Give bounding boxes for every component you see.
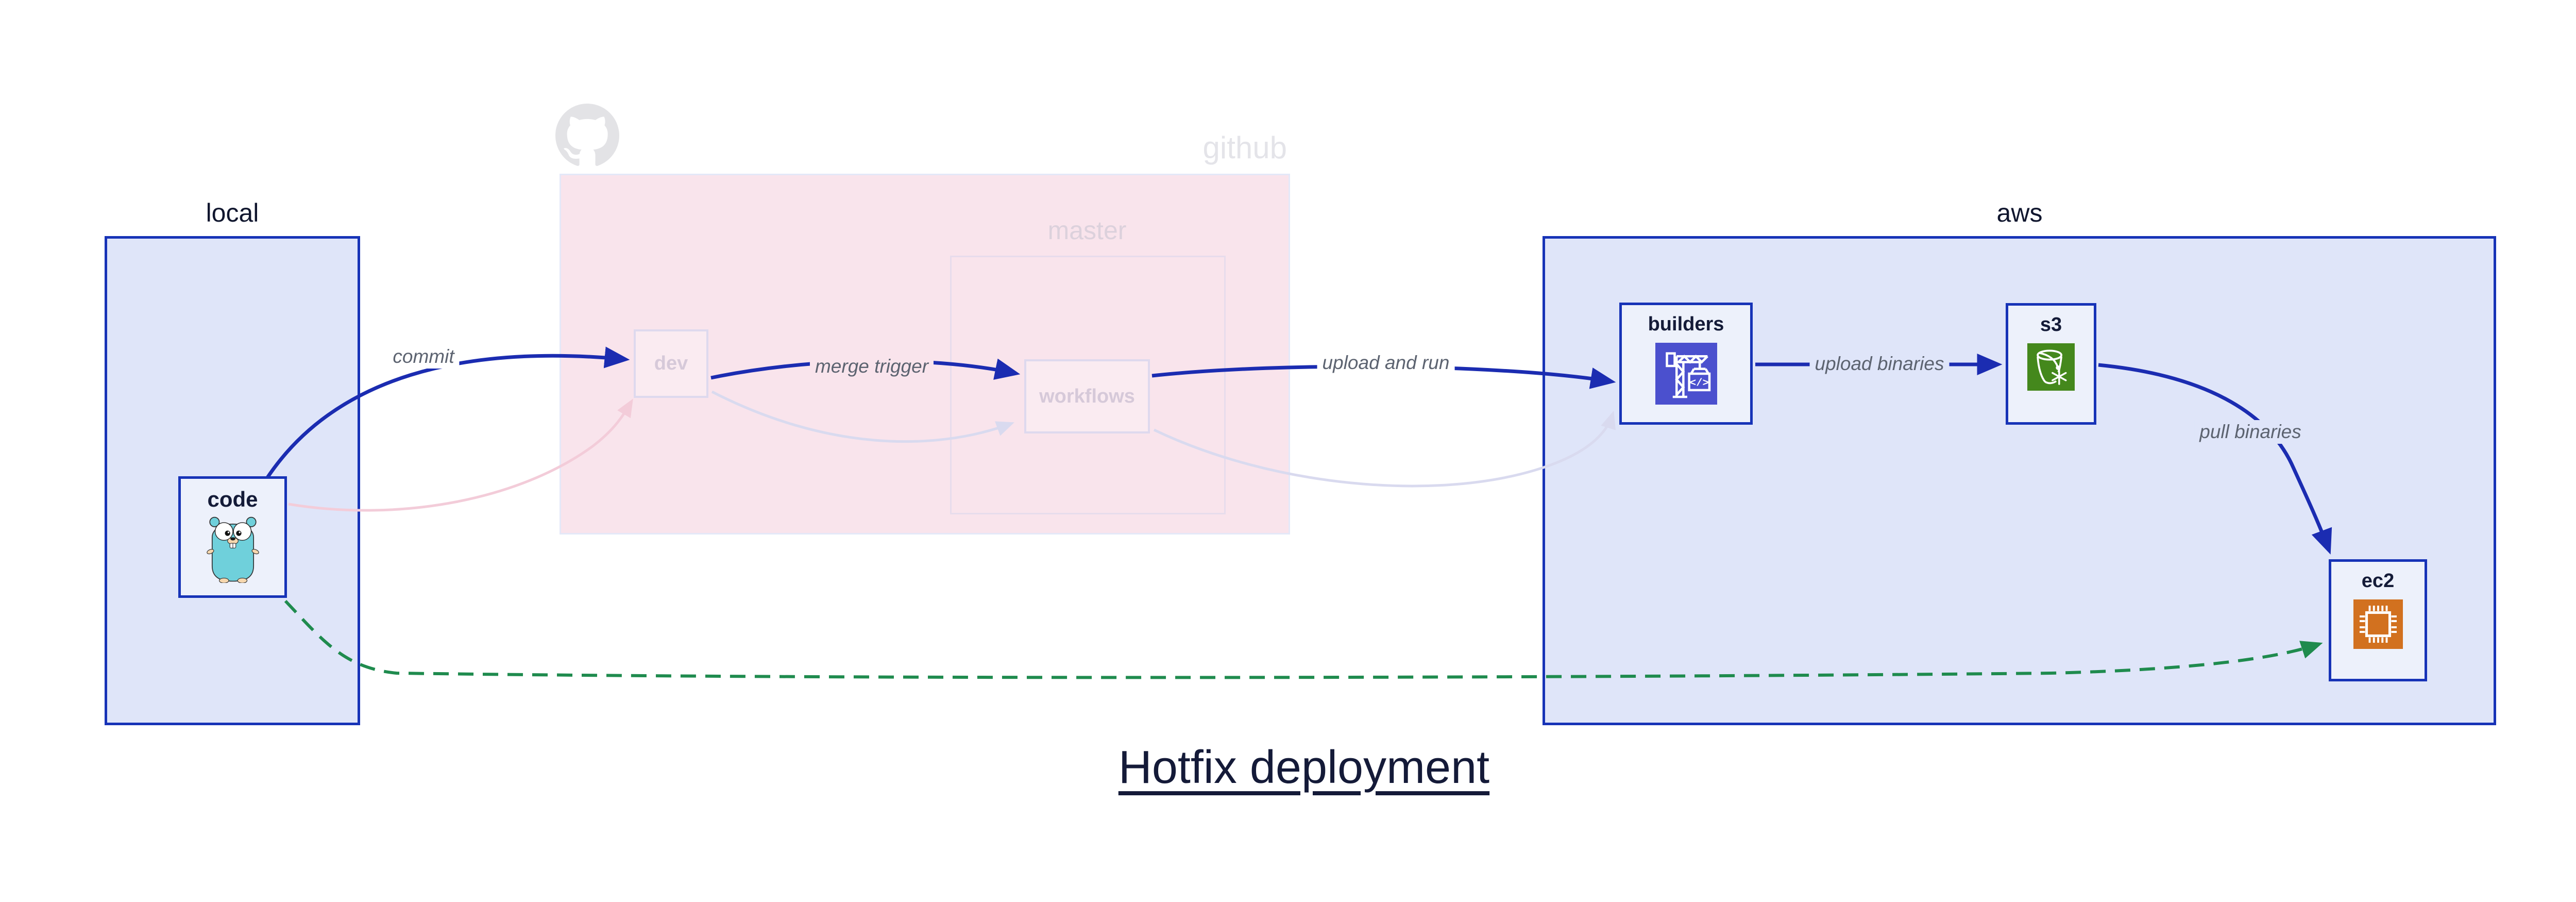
local-group-label: local <box>206 198 259 227</box>
node-code: code <box>178 476 287 598</box>
upload-and-run-edge-label: upload and run <box>1317 351 1455 375</box>
commit-edge-label: commit <box>387 345 460 369</box>
upload-binaries-edge-label: upload binaries <box>1809 352 1950 376</box>
code-node-label: code <box>207 487 258 511</box>
node-ec2: ec2 <box>2329 559 2427 681</box>
node-workflows: workflows <box>1024 359 1150 433</box>
aws-group-label: aws <box>1996 198 2043 227</box>
workflows-node-label: workflows <box>1039 385 1135 407</box>
go-gopher-icon <box>206 515 260 583</box>
github-octocat-icon <box>555 104 619 166</box>
diagram-title: Hotfix deployment <box>1118 742 1490 793</box>
group-master <box>950 256 1226 514</box>
github-group-label: github <box>1202 130 1287 165</box>
master-group-label: master <box>1047 216 1127 245</box>
pull-binaries-edge-label: pull binaries <box>2194 420 2307 444</box>
node-builders: builders </> <box>1619 303 1753 425</box>
codebuild-crane-icon: </> <box>1655 343 1717 405</box>
svg-text:</>: </> <box>1689 377 1708 389</box>
s3-node-label: s3 <box>2040 314 2062 336</box>
node-dev: dev <box>634 329 708 398</box>
dev-node-label: dev <box>654 353 688 374</box>
s3-bucket-icon <box>2027 343 2075 391</box>
builders-node-label: builders <box>1648 313 1724 335</box>
node-s3: s3 <box>2006 303 2096 425</box>
ec2-chip-icon <box>2353 599 2403 649</box>
ec2-node-label: ec2 <box>2361 570 2395 592</box>
merge-trigger-edge-label: merge trigger <box>809 355 934 378</box>
